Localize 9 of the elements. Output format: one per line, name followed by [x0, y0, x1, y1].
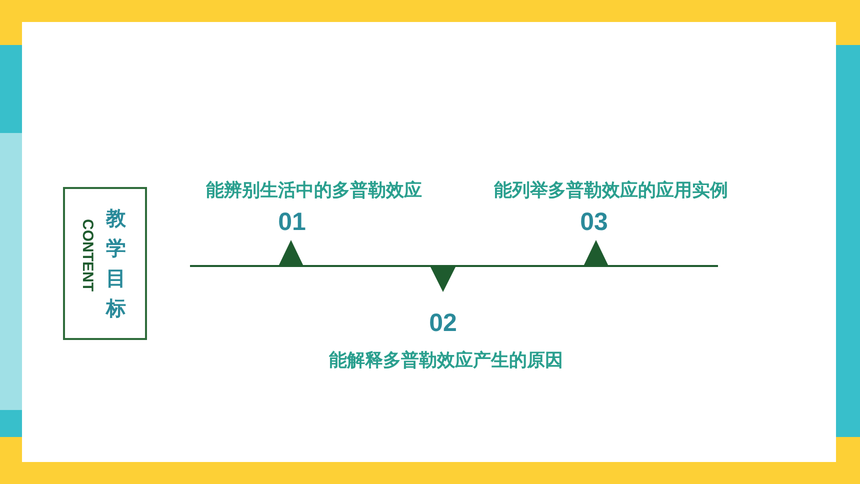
rotated-subtitle: CONTENT: [79, 219, 96, 292]
vertical-title: 教学目标: [104, 205, 127, 322]
item-number: 03: [580, 208, 608, 237]
item-number: 01: [278, 208, 306, 237]
item-number: 02: [429, 309, 457, 338]
title-box: [63, 187, 147, 340]
objective-text: 能列举多普勒效应的应用实例: [494, 179, 728, 202]
objective-text: 能辨别生活中的多普勒效应: [206, 179, 422, 202]
objective-text: 能解释多普勒效应产生的原因: [329, 349, 563, 372]
